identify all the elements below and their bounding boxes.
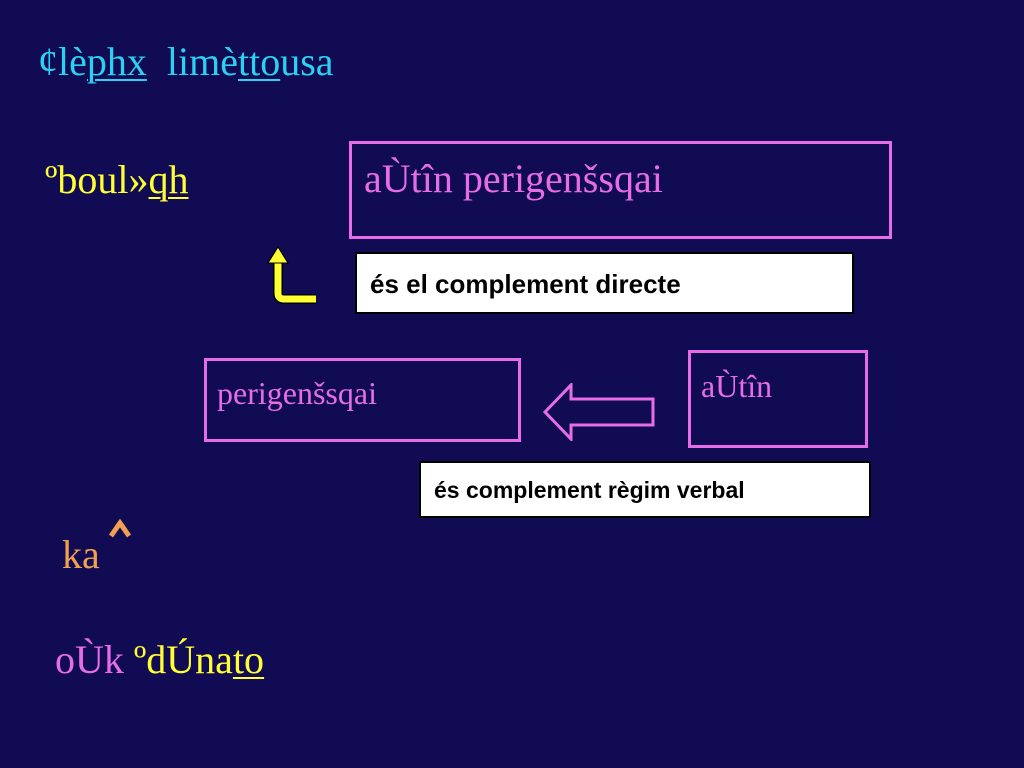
slide-title: ¢lèphx limèttousa <box>38 39 334 84</box>
circumflex-accent-icon <box>108 518 132 538</box>
phrase-box-right: aÙtîn <box>688 350 868 448</box>
label-verbal-regime: és complement règim verbal <box>419 461 871 518</box>
phrase-box-left: perigenšsqai <box>204 358 521 442</box>
verb-word: ºboul»qh <box>45 157 189 202</box>
negative-phrase: oÙk ºdÚnato <box>55 637 265 682</box>
phrase-right-text: aÙtîn <box>701 368 773 404</box>
phrase-box-top: aÙtîn perigenšsqai <box>349 141 892 239</box>
label-direct-object: és el complement directe <box>355 252 854 314</box>
phrase-left-text: perigenšsqai <box>217 375 377 411</box>
label-verbal-regime-text: és complement règim verbal <box>434 477 745 503</box>
left-arrow-outline-icon <box>543 383 655 441</box>
phrase-top-text: aÙtîn perigenšsqai <box>364 156 663 201</box>
particle-word: ka <box>62 532 100 577</box>
label-direct-object-text: és el complement directe <box>370 269 681 299</box>
bent-up-arrow-icon <box>267 246 316 304</box>
